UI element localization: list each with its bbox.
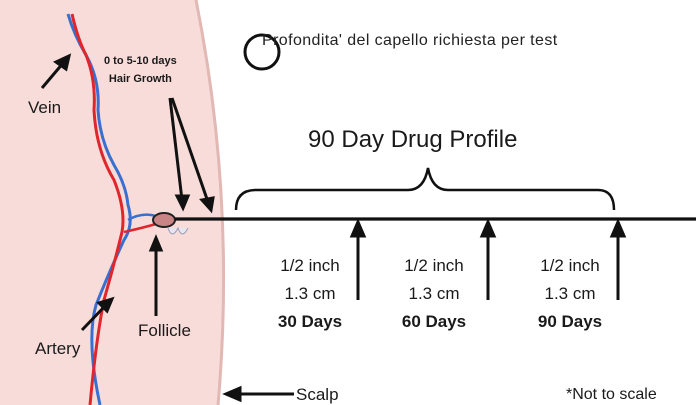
artery-label: Artery [35,339,80,359]
marker-inch: 1/2 inch [525,252,615,280]
marker-label-90: 1/2 inch 1.3 cm 90 Days [525,252,615,336]
marker-days: 90 Days [525,308,615,336]
marker-arrow-3-head [612,222,624,236]
marker-cm: 1.3 cm [389,280,479,308]
vein-label: Vein [28,98,61,118]
marker-label-30: 1/2 inch 1.3 cm 30 Days [265,252,355,336]
not-to-scale-note: *Not to scale [566,386,657,404]
marker-inch: 1/2 inch [389,252,479,280]
profile-brace [236,168,614,210]
marker-days: 30 Days [265,308,355,336]
hair-growth-label: 0 to 5-10 days Hair Growth [104,52,177,88]
hair-growth-line-1: 0 to 5-10 days [104,52,177,70]
marker-arrow-1-head [352,222,364,236]
profile-title: 90 Day Drug Profile [308,126,517,154]
marker-label-60: 1/2 inch 1.3 cm 60 Days [389,252,479,336]
scalp-label: Scalp [296,385,339,405]
marker-cm: 1.3 cm [265,280,355,308]
marker-cm: 1.3 cm [525,280,615,308]
follicle-label: Follicle [138,321,191,341]
hair-growth-line-2: Hair Growth [104,70,177,88]
scalp-pointer-head [226,388,240,400]
marker-days: 60 Days [389,308,479,336]
marker-inch: 1/2 inch [265,252,355,280]
follicle-bulb [153,213,175,227]
depth-note: Profondita' del capello richiesta per te… [262,32,558,50]
marker-arrow-2-head [482,222,494,236]
